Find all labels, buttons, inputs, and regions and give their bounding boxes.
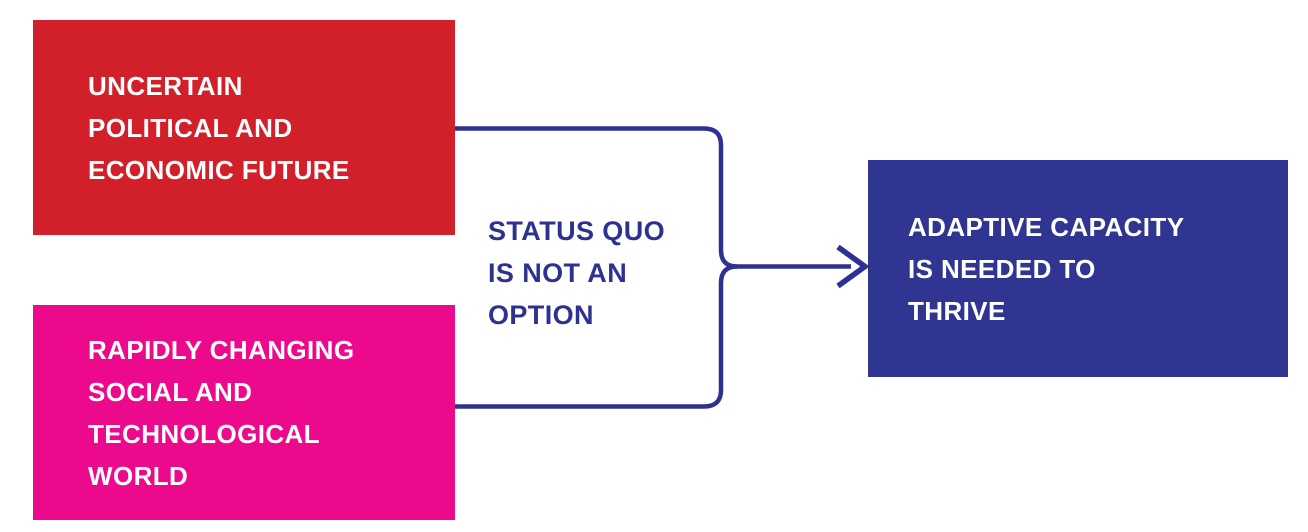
cause-box-social-technological-label: RAPIDLY CHANGING SOCIAL AND TECHNOLOGICA…: [88, 334, 355, 491]
cause-box-political-economic-label: UNCERTAIN POLITICAL AND ECONOMIC FUTURE: [88, 70, 350, 185]
outcome-box-adaptive-capacity: ADAPTIVE CAPACITY IS NEEDED TO THRIVE: [868, 160, 1288, 377]
arrowhead-icon: [836, 244, 870, 289]
status-quo-note: STATUS QUO IS NOT AN OPTION: [488, 216, 665, 330]
cause-box-political-economic: UNCERTAIN POLITICAL AND ECONOMIC FUTURE: [33, 20, 455, 235]
cause-box-social-technological: RAPIDLY CHANGING SOCIAL AND TECHNOLOGICA…: [33, 305, 455, 520]
outcome-box-adaptive-capacity-label: ADAPTIVE CAPACITY IS NEEDED TO THRIVE: [908, 211, 1185, 326]
